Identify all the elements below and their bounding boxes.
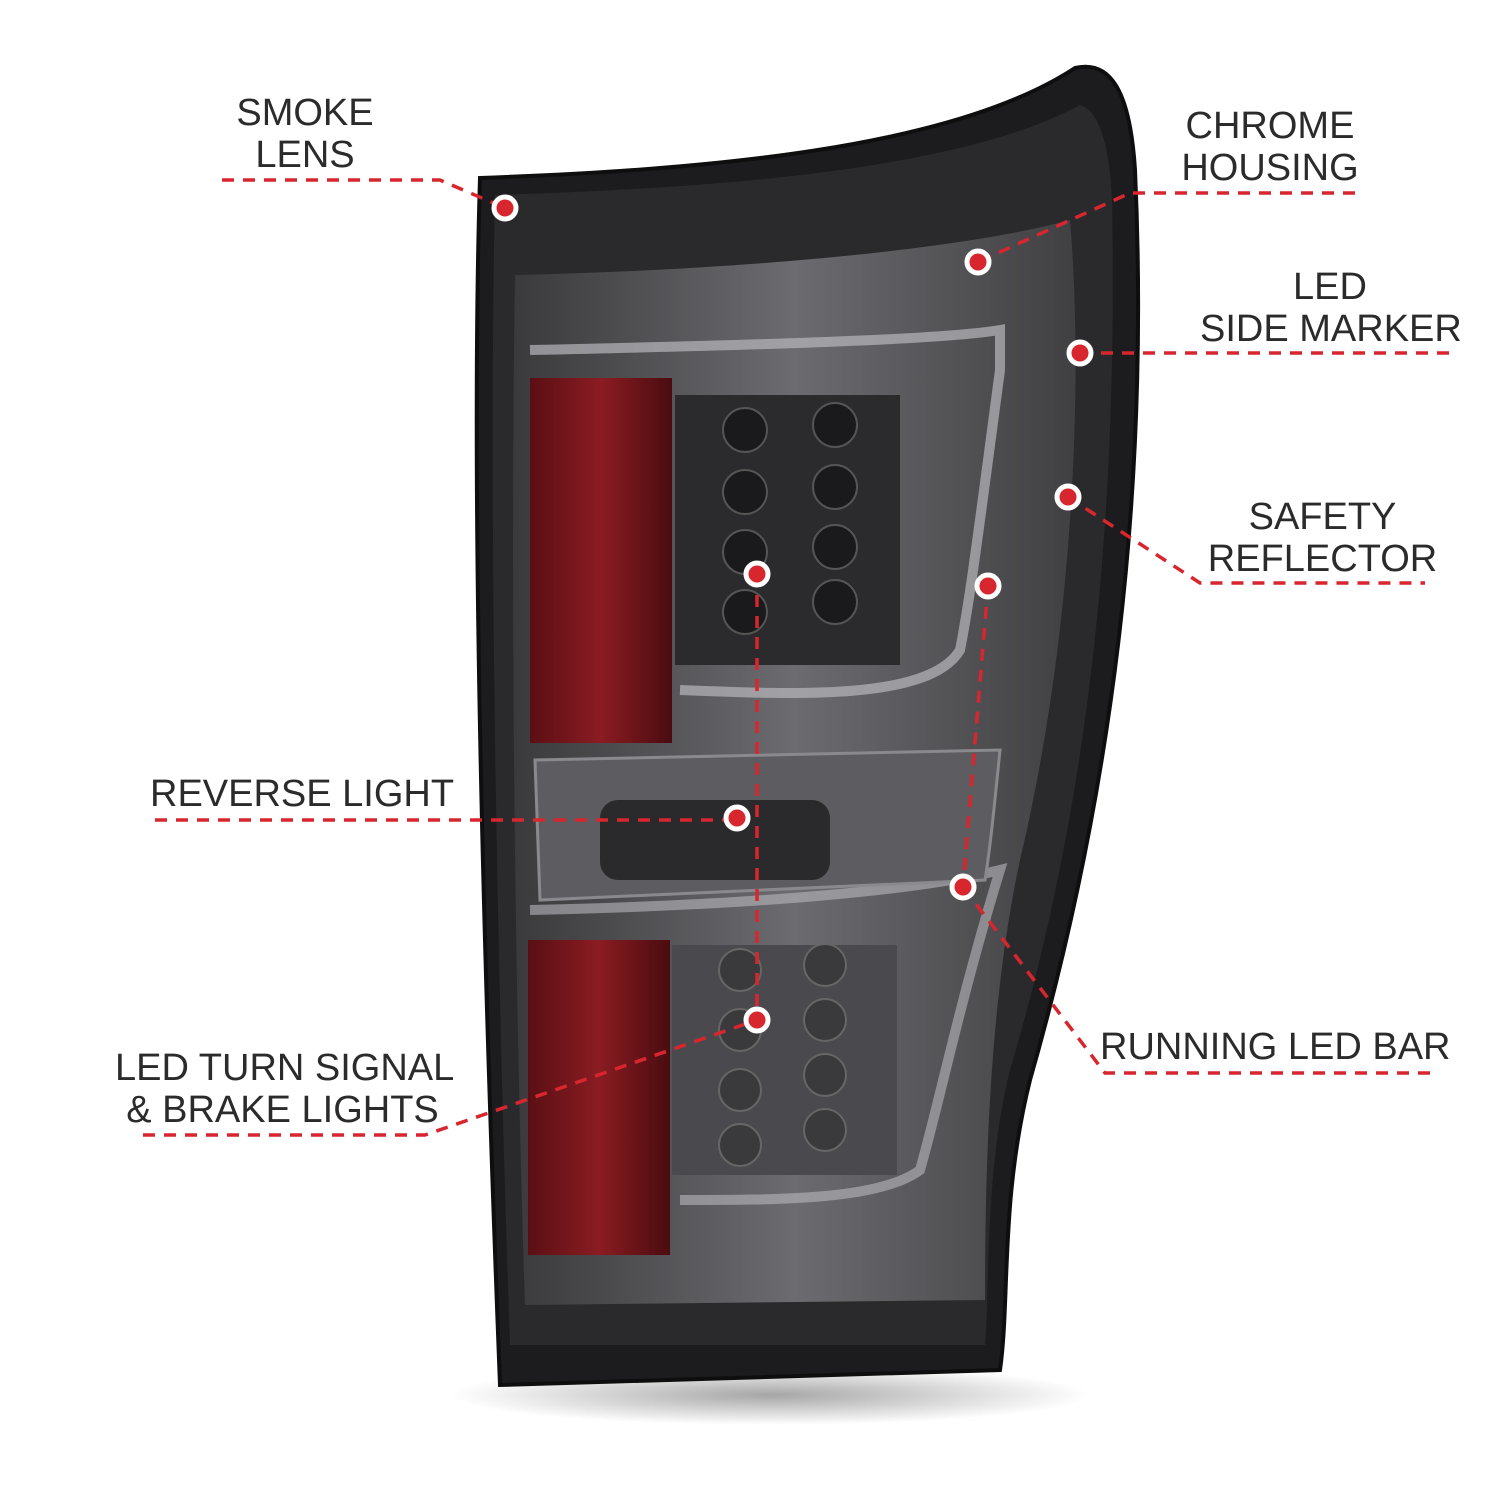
reverse-light-dot <box>723 804 751 832</box>
turn-signal-leader <box>143 1018 758 1137</box>
label-line: LED <box>1293 266 1367 308</box>
side-marker-dot <box>1066 339 1094 367</box>
turn-signal-label: LED TURN SIGNAL & BRAKE LIGHTS <box>115 1047 455 1131</box>
safety-reflector-leader <box>1067 495 1425 585</box>
label-line: LED TURN SIGNAL <box>115 1047 455 1089</box>
label-line: LENS <box>255 134 355 176</box>
turn-signal-dot <box>743 1006 771 1034</box>
chrome-housing-leader <box>977 191 1355 264</box>
callout-dots <box>491 194 1094 1034</box>
label-line: & BRAKE LIGHTS <box>126 1089 439 1131</box>
label-line: CHROME <box>1185 105 1355 147</box>
lower-light-bar <box>529 863 1008 1205</box>
label-line: SIDE MARKER <box>1200 308 1462 350</box>
smoke-lens-label: SMOKE LENS <box>205 92 405 176</box>
running-led-bar-label: RUNNING LED BAR <box>1100 1026 1451 1068</box>
smoke-lens-leader <box>222 178 506 210</box>
safety-reflector-label: SAFETY REFLECTOR <box>1200 496 1445 580</box>
running-led-bar-leader <box>961 885 1430 1075</box>
label-line: REFLECTOR <box>1207 538 1438 580</box>
running-led-bar-dot <box>949 873 977 901</box>
lower-led-array <box>672 943 897 1175</box>
chrome-housing-label: CHROME HOUSING <box>1160 105 1380 189</box>
smoke-lens-dot <box>491 194 519 222</box>
upper-light-bar <box>529 324 1005 698</box>
led-side-marker-label: LED SIDE MARKER <box>1200 266 1462 350</box>
running-led-bar-leader-2 <box>961 585 990 888</box>
safety-reflector-dot <box>1054 483 1082 511</box>
upper-red-reflector <box>530 378 672 743</box>
reverse-bulb-area <box>600 800 830 880</box>
upper-led-array <box>675 395 900 665</box>
label-line: RUNNING LED BAR <box>1100 1026 1451 1068</box>
turn-signal-dot-2 <box>743 560 771 588</box>
lower-red-reflector <box>528 940 670 1255</box>
callout-lines <box>143 178 1450 1137</box>
running-led-bar-dot-2 <box>974 572 1002 600</box>
chrome-housing-dot <box>964 248 992 276</box>
label-line: REVERSE LIGHT <box>150 773 455 815</box>
label-line: SAFETY <box>1248 496 1397 538</box>
reverse-light-label: REVERSE LIGHT <box>150 773 455 815</box>
label-line: SMOKE <box>236 92 374 134</box>
label-line: HOUSING <box>1181 147 1359 189</box>
